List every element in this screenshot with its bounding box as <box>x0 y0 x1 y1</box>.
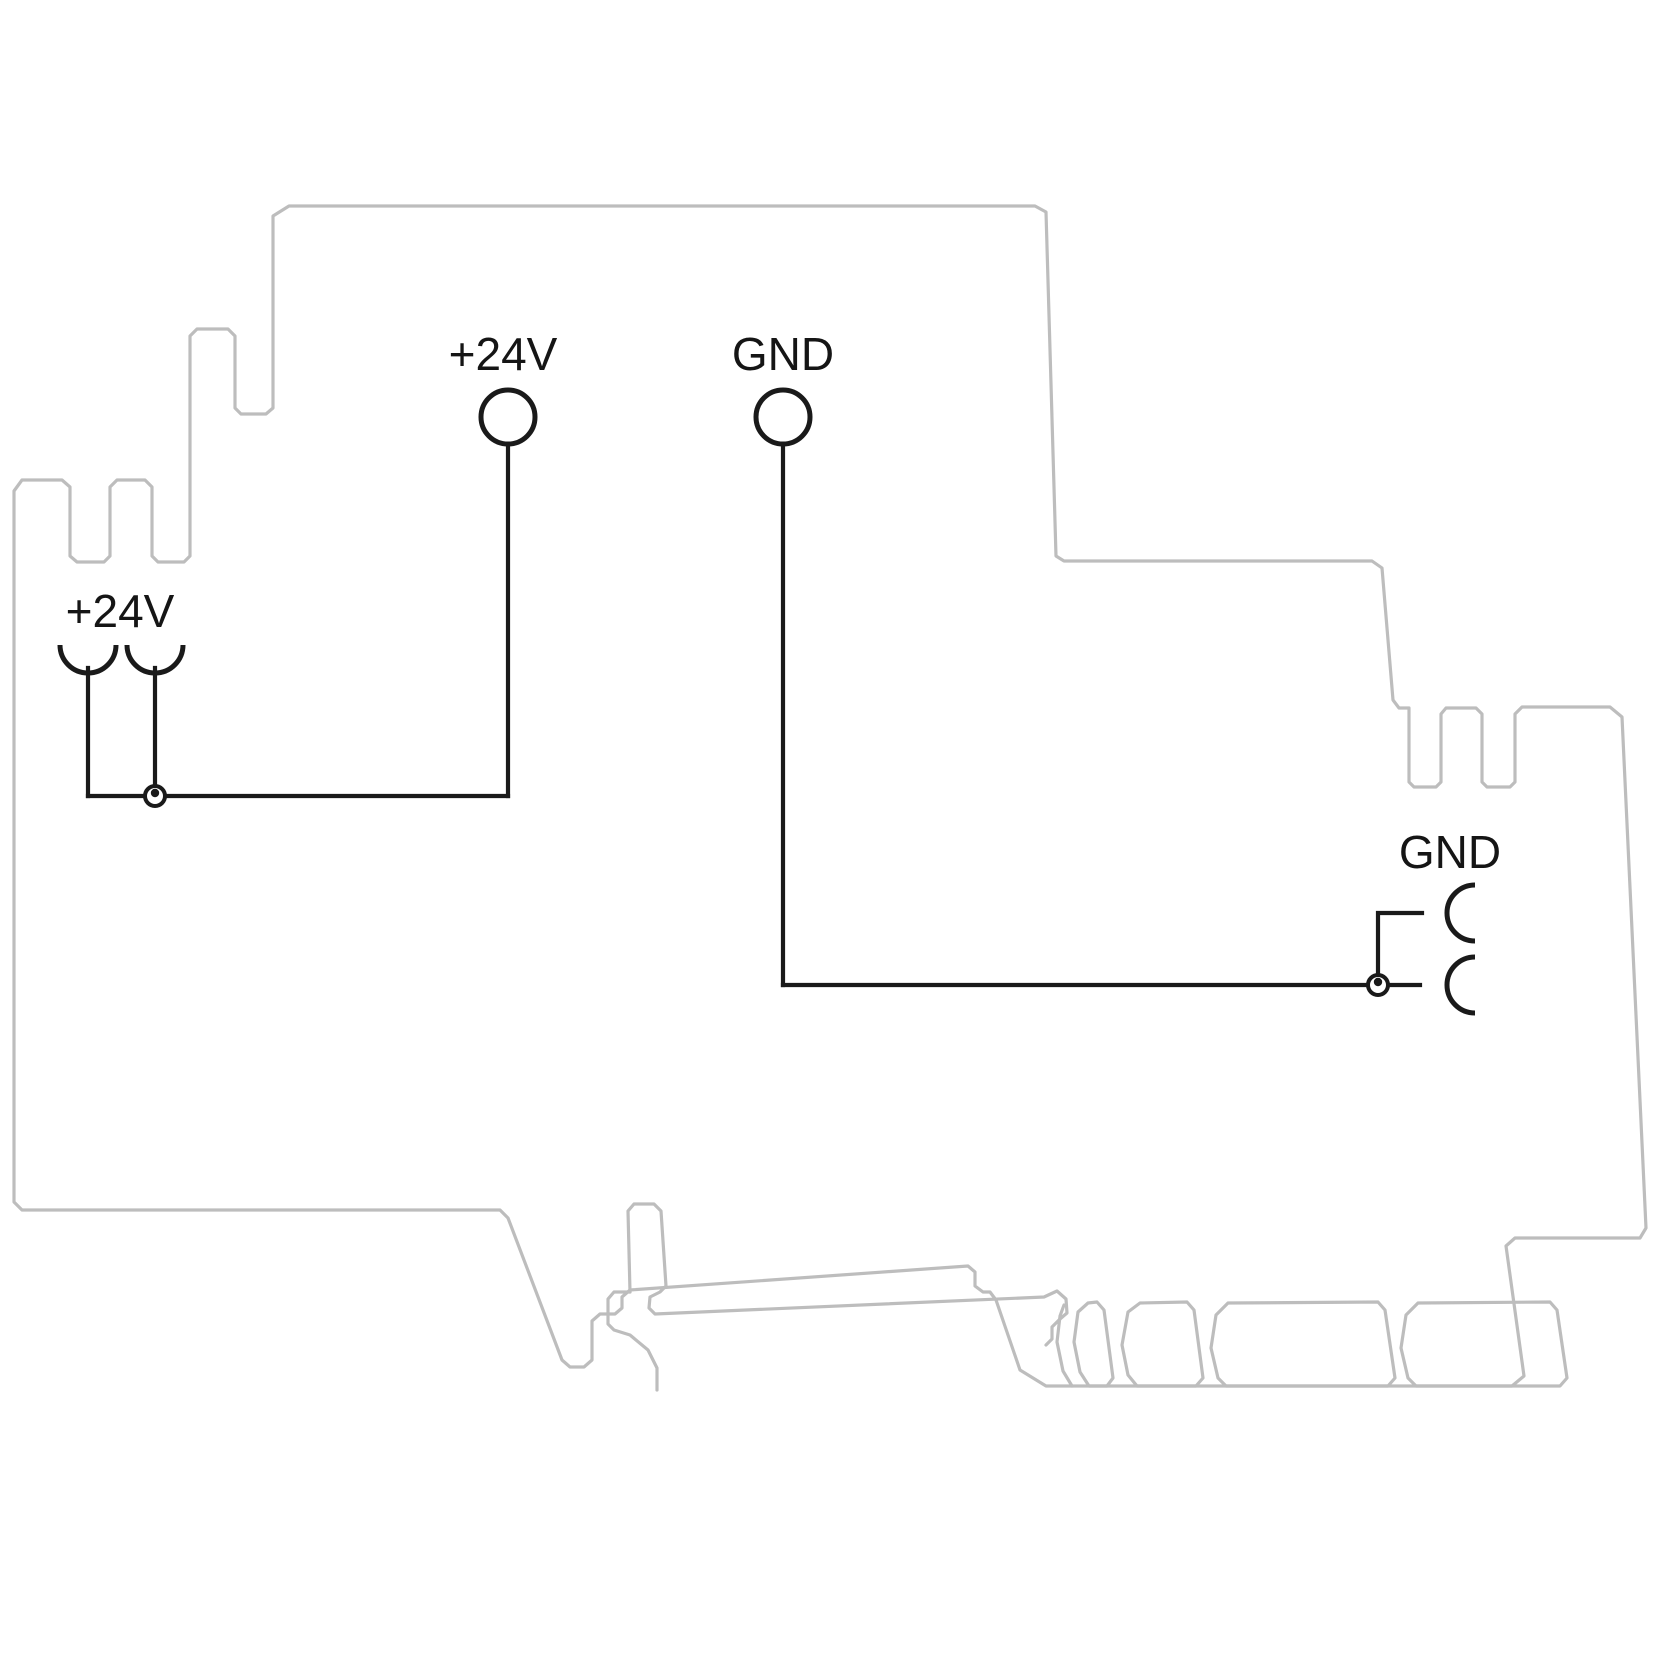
foot-slot-5 <box>1399 1300 1569 1388</box>
din-rail-latch-left-tab <box>606 1290 659 1392</box>
clamp-positive-left-2[interactable] <box>124 644 186 676</box>
housing-main-profile <box>12 204 1648 1388</box>
terminal-circle-gnd[interactable] <box>753 387 813 447</box>
device-housing-outline <box>12 204 1648 1392</box>
clamp-gnd-right-1[interactable] <box>1444 882 1476 944</box>
net-ground <box>780 440 1425 988</box>
junction-ground-bus-node <box>1366 973 1390 997</box>
label-left-positive: +24V <box>66 585 175 637</box>
foot-slot-4 <box>1209 1300 1397 1388</box>
foot-slot-3 <box>1120 1300 1205 1388</box>
label-top-positive: +24V <box>449 328 558 380</box>
label-right-ground: GND <box>1399 826 1501 878</box>
foot-slot-2 <box>1072 1300 1115 1388</box>
foot-slot-1 <box>1055 1303 1074 1388</box>
junction-positive-bus-node <box>143 784 167 808</box>
wire-ground-riser-clamp-upper <box>1375 910 1425 988</box>
clamp-gnd-right-2[interactable] <box>1444 954 1476 1016</box>
label-top-ground: GND <box>732 328 834 380</box>
terminal-circle-positive-24v[interactable] <box>478 387 538 447</box>
clamp-positive-left-1[interactable] <box>57 644 119 676</box>
